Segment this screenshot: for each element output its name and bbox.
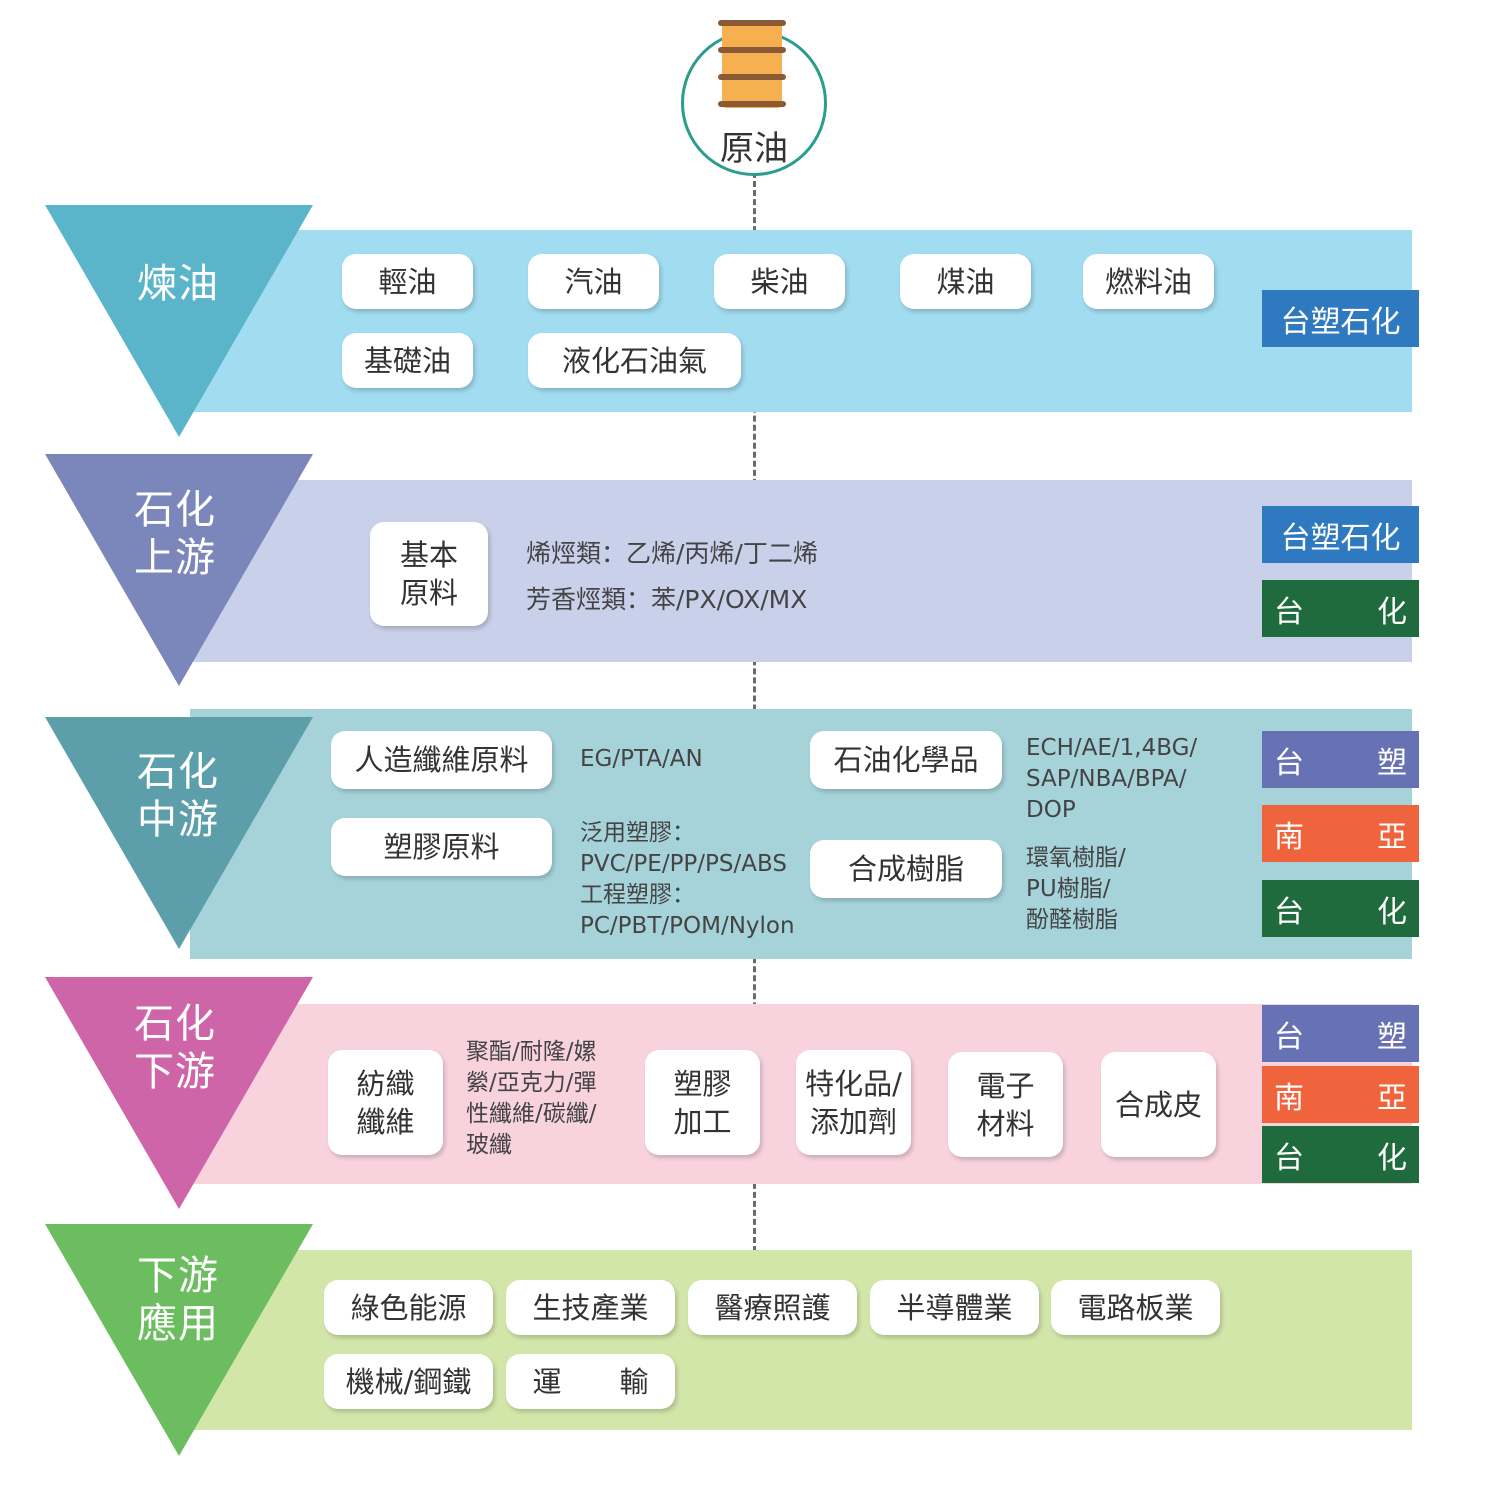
item-artificial-fiber-materials: 人造纖維原料: [331, 731, 552, 789]
application-triangle: [45, 1224, 315, 1456]
item-synthetic-leather: 合成皮: [1101, 1052, 1216, 1157]
item-semiconductor: 半導體業: [870, 1280, 1039, 1335]
company-nan-ya: 南 亞: [1262, 1066, 1419, 1123]
company-name-part: 南: [1274, 819, 1304, 855]
oil-barrel-icon: [718, 20, 786, 108]
item-machinery-steel: 機械/鋼鐵: [324, 1354, 493, 1409]
company-name-part: 台: [1274, 1140, 1304, 1176]
item-plastic-materials: 塑膠原料: [331, 818, 552, 876]
note-aromatics: 芳香烴類：苯/PX/OX/MX: [526, 585, 808, 614]
company-name-part: 南: [1274, 1080, 1304, 1116]
midstream-triangle: [45, 717, 315, 949]
origin-label: 原油: [720, 129, 788, 169]
note-petrochemicals: ECH/AE/1,4BG/ SAP/NBA/BPA/ DOP: [1026, 735, 1198, 823]
stage-label-downstream: 石化 下游: [134, 1001, 216, 1095]
item-synthetic-resin: 合成樹脂: [810, 840, 1002, 898]
company-formosa-chem: 台 化: [1262, 1126, 1419, 1183]
company-name-part: 亞: [1377, 1080, 1407, 1116]
company-name-part: 塑: [1377, 745, 1407, 781]
item-green-energy: 綠色能源: [324, 1280, 493, 1335]
note-plastics: 泛用塑膠： PVC/PE/PP/PS/ABS 工程塑膠： PC/PBT/POM/…: [580, 820, 795, 939]
item-kerosene: 煤油: [900, 254, 1031, 309]
item-light-oil: 輕油: [342, 254, 473, 309]
company-name-part: 化: [1377, 894, 1407, 930]
stage-label-application: 下游 應用: [137, 1253, 219, 1347]
upstream-triangle: [45, 454, 315, 686]
note-eg-pta-an: EG/PTA/AN: [580, 746, 703, 772]
company-formosa-chem: 台 化: [1262, 580, 1419, 637]
stage-label-midstream: 石化 中游: [137, 749, 219, 843]
company-formosa-plastics: 台 塑: [1262, 1005, 1419, 1062]
stage-label-refining: 煉油: [137, 261, 219, 307]
company-formosa-chem: 台 化: [1262, 880, 1419, 937]
company-formosa-petrochem: 台塑石化: [1262, 506, 1419, 563]
company-nan-ya: 南 亞: [1262, 805, 1419, 862]
item-diesel: 柴油: [714, 254, 845, 309]
company-name-part: 塑: [1377, 1019, 1407, 1055]
item-fuel-oil: 燃料油: [1083, 254, 1214, 309]
company-formosa-plastics: 台 塑: [1262, 731, 1419, 788]
item-petrochemicals: 石油化學品: [810, 731, 1002, 789]
company-formosa-petrochem: 台塑石化: [1262, 290, 1419, 347]
item-medical-care: 醫療照護: [688, 1280, 857, 1335]
item-electronic-materials: 電子 材料: [948, 1052, 1063, 1157]
refining-triangle: [45, 205, 315, 437]
item-base-oil: 基礎油: [342, 333, 473, 388]
company-name-part: 亞: [1377, 819, 1407, 855]
stage-label-upstream: 石化 上游: [134, 487, 216, 581]
note-fibers: 聚酯/耐隆/嫘 縈/亞克力/彈 性纖維/碳纖/ 玻纖: [466, 1039, 597, 1158]
note-resins: 環氧樹脂/ PU樹脂/ 酚醛樹脂: [1026, 845, 1126, 933]
item-textile-fiber: 紡織 纖維: [328, 1050, 443, 1155]
item-plastic-processing: 塑膠 加工: [645, 1050, 760, 1155]
item-specialty-additives: 特化品/ 添加劑: [796, 1050, 911, 1155]
item-gasoline: 汽油: [528, 254, 659, 309]
downstream-triangle: [45, 977, 315, 1209]
item-biotech: 生技產業: [506, 1280, 675, 1335]
company-name-part: 台: [1274, 1019, 1304, 1055]
item-basic-materials: 基本 原料: [370, 522, 488, 626]
company-name-part: 台: [1274, 594, 1304, 630]
company-name-part: 台: [1274, 745, 1304, 781]
item-transportation: 運 輸: [506, 1354, 675, 1409]
company-name-part: 台: [1274, 894, 1304, 930]
item-lpg: 液化石油氣: [528, 333, 741, 388]
company-name-part: 化: [1377, 594, 1407, 630]
note-olefins: 烯烴類：乙烯/丙烯/丁二烯: [526, 539, 818, 568]
item-circuit-board: 電路板業: [1051, 1280, 1220, 1335]
company-name-part: 化: [1377, 1140, 1407, 1176]
